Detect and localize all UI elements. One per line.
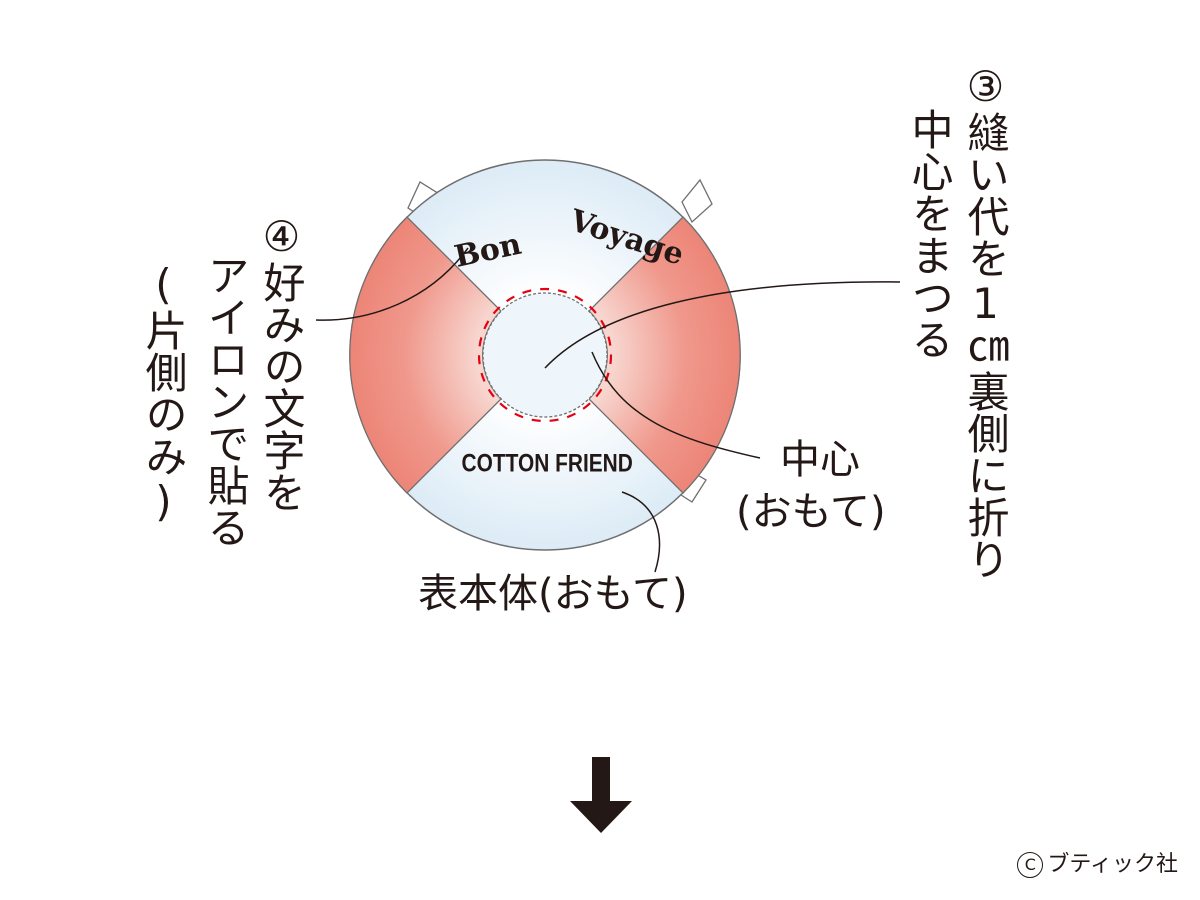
step4-text-col1: ④好みの文字を xyxy=(257,212,306,513)
front-body-label: 表本体(おもて) xyxy=(418,571,688,617)
center-label-line1: 中心 xyxy=(780,437,860,483)
leader-front-body xyxy=(621,491,661,573)
ring-red-left xyxy=(349,216,502,494)
leader-step4 xyxy=(315,247,469,321)
ring-text-cotton-friend: COTTON FRIEND xyxy=(462,449,633,477)
step3-text-col1: ③縫い代を1㎝裏側に折り xyxy=(961,62,1010,580)
step4-text-col2: アイロンで貼る xyxy=(201,254,250,548)
down-arrow-icon xyxy=(570,757,632,833)
leader-lines xyxy=(315,247,901,573)
center-hole xyxy=(482,292,608,418)
leader-step3 xyxy=(544,281,901,369)
step3-text-col2: 中心をまつる xyxy=(905,108,954,360)
ring-red-right xyxy=(588,216,741,494)
center-label-line2: (おもて) xyxy=(736,489,886,535)
copyright-text: ブティック社 xyxy=(1047,852,1178,877)
leader-center xyxy=(591,351,761,459)
copyright-icon: C xyxy=(1017,852,1044,878)
stitch-marks xyxy=(477,287,613,423)
step4-text-col3: (片側のみ) xyxy=(139,260,188,526)
